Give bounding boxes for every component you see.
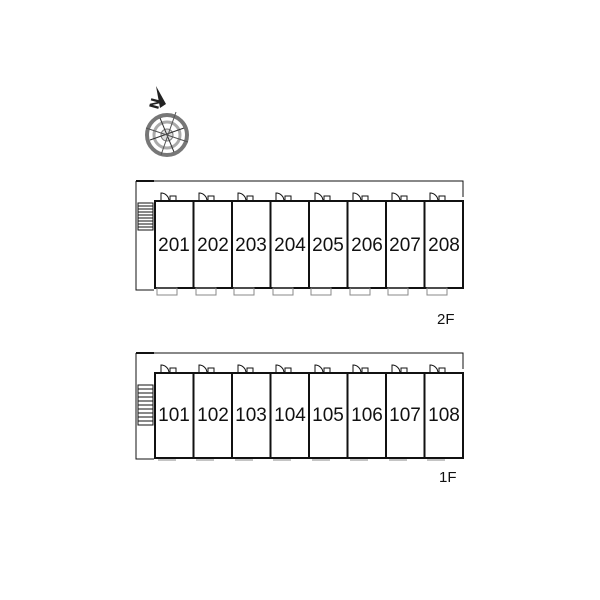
compass-rose-icon: N: [145, 86, 189, 157]
staircase-icon: [137, 202, 154, 231]
unit-101: 101: [158, 405, 190, 426]
unit-201: 201: [158, 235, 190, 256]
unit-203: 203: [235, 235, 267, 256]
north-label: N: [147, 97, 164, 111]
unit-104: 104: [274, 405, 306, 426]
unit-103: 103: [235, 405, 267, 426]
door-icons: [160, 192, 446, 202]
unit-102: 102: [197, 405, 229, 426]
floor-label-1f: 1F: [439, 469, 457, 486]
unit-205: 205: [312, 235, 344, 256]
door-icons: [160, 364, 446, 374]
unit-208: 208: [428, 235, 460, 256]
unit-206: 206: [351, 235, 383, 256]
floor-label-2f: 2F: [437, 311, 455, 328]
floor-2f: 201 202 203 204 205 206 207 208 2F: [135, 180, 464, 328]
unit-108: 108: [428, 405, 460, 426]
unit-202: 202: [197, 235, 229, 256]
unit-105: 105: [312, 405, 344, 426]
north-arrow-icon: [156, 86, 166, 108]
floor-1f: 101 102 103 104 105 106 107 108 1F: [135, 352, 464, 486]
unit-106: 106: [351, 405, 383, 426]
staircase-icon: [137, 384, 154, 426]
unit-207: 207: [389, 235, 421, 256]
unit-107: 107: [389, 405, 421, 426]
balcony-marks: [156, 287, 448, 296]
unit-204: 204: [274, 235, 306, 256]
